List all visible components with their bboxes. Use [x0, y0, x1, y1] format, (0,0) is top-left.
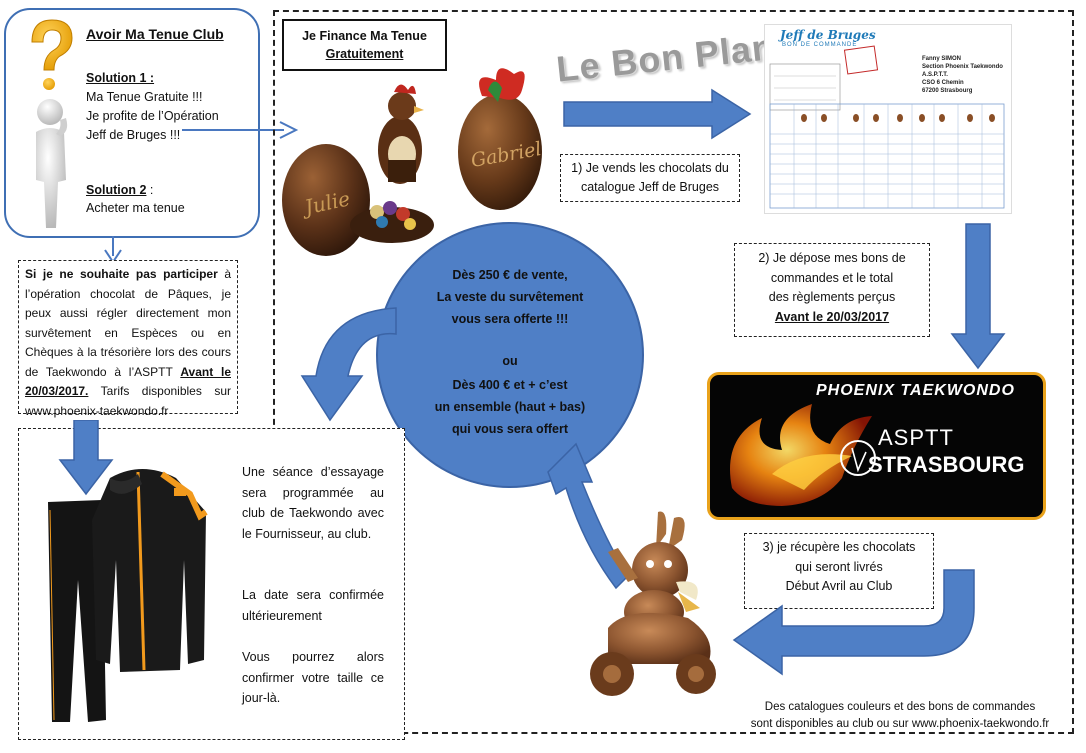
fitting-paragraph: La date sera confirmée ultérieurement	[242, 588, 384, 623]
offer-250: Dès 250 € de vente, La veste du survêtem…	[436, 268, 584, 326]
curved-arrow-left-icon	[732, 569, 975, 676]
finance-title-box: Je Finance Ma Tenue Gratuitement	[282, 19, 447, 71]
fitting-paragraph: Une séance d’essayage sera programmée au…	[242, 465, 384, 541]
alternative-payment-box: Si je ne souhaite pas participer à l’opé…	[18, 260, 238, 418]
fitting-paragraph: Vous pourrez alors confirmer votre taill…	[242, 650, 384, 705]
arrow-down-icon	[950, 223, 1006, 370]
order-form-brand: Jeff de Bruges	[780, 28, 876, 42]
tenue-title: Avoir Ma Tenue Club	[86, 26, 224, 42]
tracksuit-illustration	[48, 420, 208, 722]
order-form-subtitle: BON DE COMMANDE	[782, 42, 858, 48]
main-frame	[273, 10, 1074, 734]
catalog-note: Des catalogues couleurs et des bons de c…	[750, 701, 1050, 730]
solution1-line: Je profite de l’Opération	[86, 109, 219, 123]
step3-box: 3) je récupère les chocolats qui seront …	[744, 533, 934, 609]
thinking-figure-icon	[31, 19, 73, 228]
phoenix-title: PHOENIX TAEKWONDO	[816, 382, 1015, 399]
solution1-heading: Solution 1 :	[86, 71, 155, 85]
step2-box: 2) Je dépose mes bons de commandes et le…	[734, 243, 930, 337]
solution1-line: Ma Tenue Gratuite !!!	[86, 90, 203, 104]
order-form-grid	[769, 45, 1005, 209]
step1-box: 1) Je vends les chocolats du catalogue J…	[560, 154, 740, 202]
arrow-right-icon	[182, 121, 299, 139]
chocolate-eggs-illustration: Julie Gabriel	[282, 68, 543, 256]
offer-circle	[376, 222, 644, 488]
arrow-right-icon	[563, 88, 752, 140]
curved-arrow-down-icon	[300, 307, 397, 422]
offer-or: ou	[502, 354, 518, 368]
order-form-contact: Fanny SIMON Section Phoenix Taekwondo A.…	[922, 56, 1003, 94]
solution2-line: Acheter ma tenue	[86, 201, 185, 215]
solution1-line: Jeff de Bruges !!!	[86, 128, 181, 142]
solution2-heading: Solution 2 :	[86, 183, 154, 197]
chocolate-bunny-illustration	[590, 511, 716, 696]
offer-400: Dès 400 € et + c’est un ensemble (haut +…	[434, 378, 586, 436]
strasbourg-text: STRASBOURG	[868, 452, 1025, 477]
phoenix-bird-icon	[730, 404, 876, 506]
asptt-text: ASPTT	[878, 425, 954, 450]
